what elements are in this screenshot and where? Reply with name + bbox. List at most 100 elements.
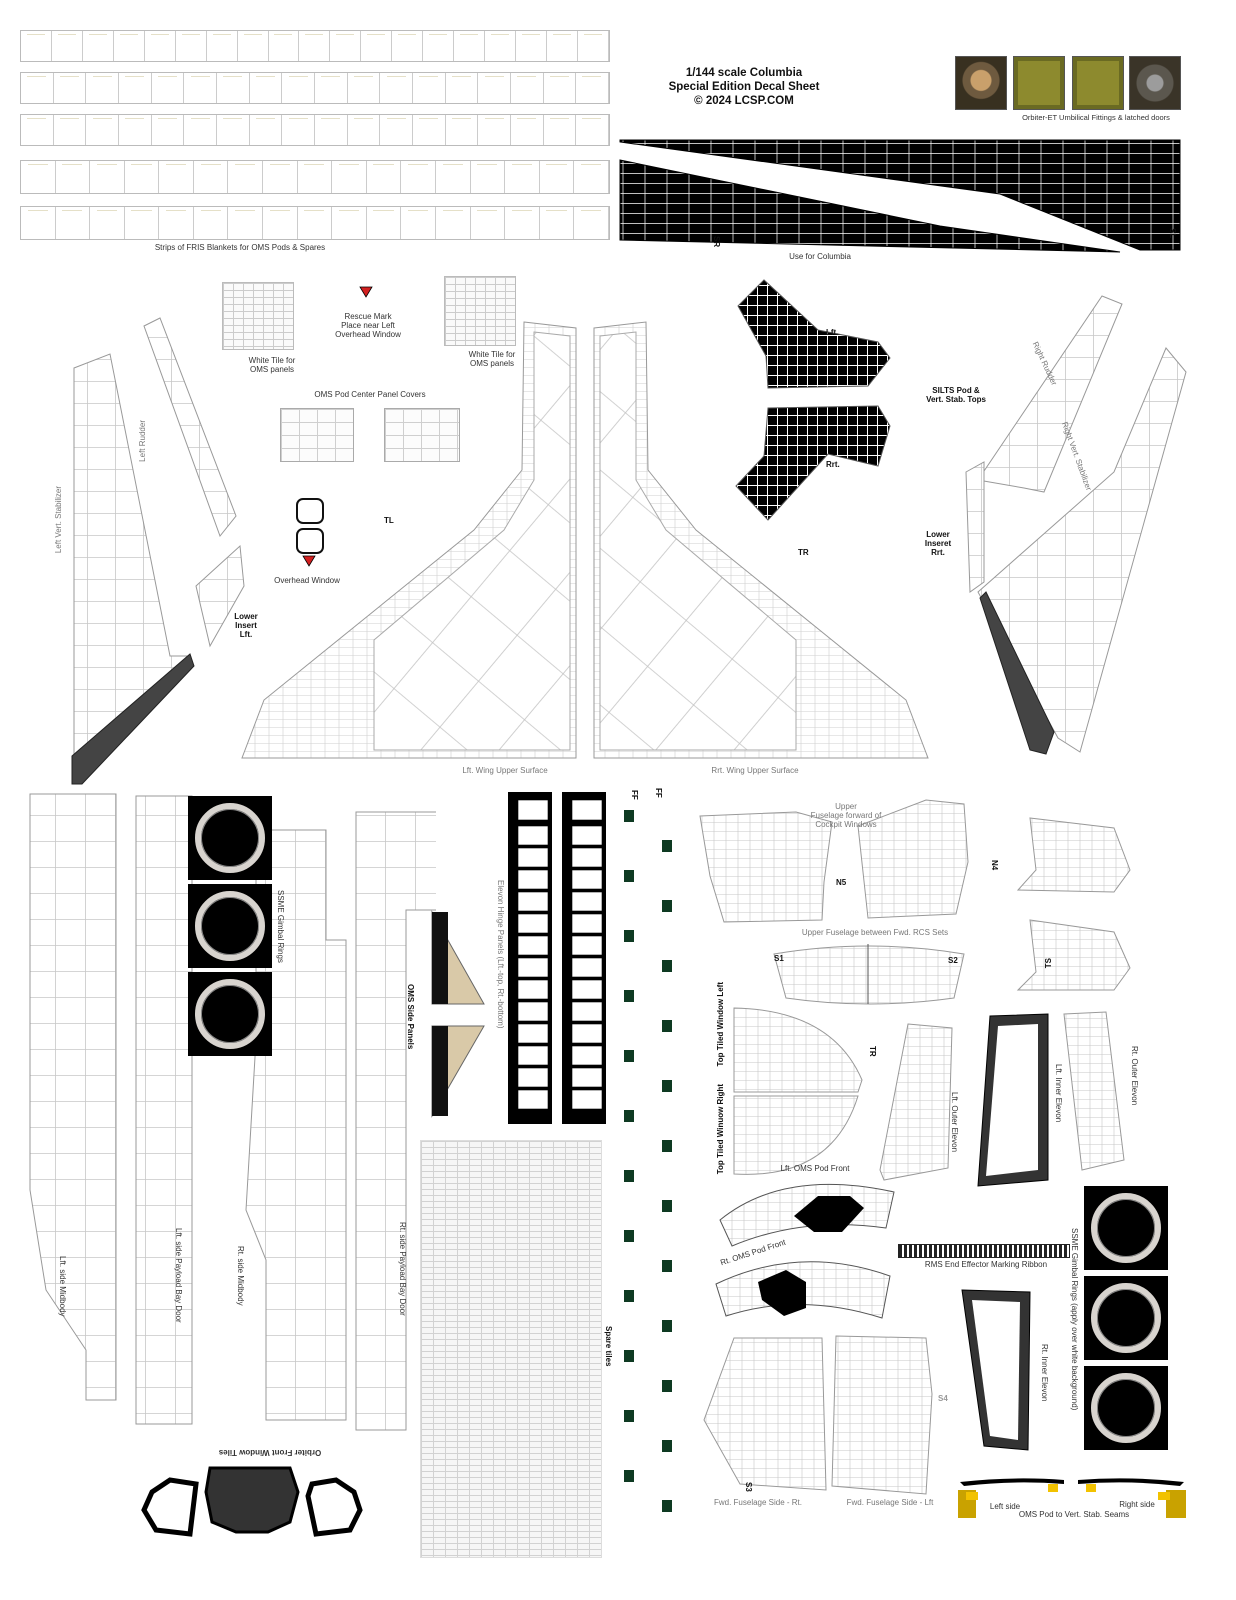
elevon-hinge-cell [571,1089,603,1110]
frsi-strip-cell [401,161,436,193]
frsi-strip-cell [413,73,446,103]
overhead-window-outline [296,498,324,524]
lft-outer-elevon-label: Lft. Outer Elevon [950,1092,960,1153]
frsi-strip-cell [436,161,471,193]
white-tile-right-label: White Tile for OMS panels [468,350,516,369]
ssme-gimbal-label: SSME Gimbal Rings [276,890,286,963]
overhead-window-label: Overhead Window [274,576,340,585]
tile-tick-mark [662,840,672,852]
tile-tick-mark [662,1440,672,1452]
frsi-strip-cell [574,207,609,239]
rt-outer-elevon-label: Rt. Outer Elevon [1130,1046,1140,1106]
tile-tick-mark [662,1500,672,1512]
left-vertical-stabilizer [71,317,245,785]
tile-tick-mark [624,870,634,882]
left-side-label: Left side [989,1502,1021,1511]
rescue-mark-icon [359,286,373,298]
frsi-strip-cell [505,161,540,193]
frsi-strip [20,206,610,240]
frsi-strip-cell [380,115,413,145]
tile-tick-mark [624,1110,634,1122]
oms-pod-seams [958,1478,1186,1518]
frsi-strip-cell [505,207,540,239]
frsi-strips-label: Strips of FRIS Blankets for OMS Pods & S… [154,243,326,252]
elevon-hinge-cell [571,891,603,912]
sl-label: SL [1168,228,1178,239]
lft-inner-elevon [977,1013,1049,1187]
ts-label: TS [1044,958,1053,969]
umbilical-fitting-image [1129,56,1181,110]
tile-tick-mark [624,1170,634,1182]
frsi-strip-cell [217,73,250,103]
frsi-strip [20,72,610,104]
white-tile-left-label: White Tile for OMS panels [248,356,296,375]
frsi-strip-cell [454,31,486,61]
upper-fuselage-label: Upper Fuselage forward of Cockpit Window… [810,802,882,830]
frsi-strip-cell [21,161,56,193]
frsi-strip-cell [380,73,413,103]
tile-tick-marks [620,810,690,1530]
rrt-label: Rrt. [826,460,840,469]
elevon-hinge-cell [571,1023,603,1044]
oms-cover-left [280,408,354,462]
frsi-strip-cell [547,31,578,61]
frsi-strip-cell [159,207,194,239]
frsi-strip-cell [332,207,367,239]
right-vertical-stabilizer [965,295,1187,755]
frsi-strip-cell [184,115,217,145]
frsi-strip-cell [86,115,119,145]
tile-tick-mark [624,1230,634,1242]
frsi-strip-cell [392,31,424,61]
frsi-strip-cell [228,207,264,239]
oms-seams-label: OMS Pod to Vert. Stab. Seams [1018,1510,1130,1519]
frsi-strip-cell [176,31,207,61]
frsi-strip-cell [159,161,194,193]
front-window-label: Orbiter Front Window Tiles [218,1448,322,1458]
frsi-strip-cell [478,115,511,145]
tile-tick-mark [662,1200,672,1212]
latched-door-image [1013,56,1065,110]
frsi-strip-cell [540,207,575,239]
frsi-strip-cell [299,31,331,61]
elevon-hinge-cell [571,935,603,956]
frsi-strip-cell [56,207,91,239]
tile-tick-mark [624,930,634,942]
white-tile-left [222,282,294,350]
frsi-strip-cell [119,115,152,145]
frsi-strip-cell [332,161,367,193]
oms-side-panels [431,910,485,1118]
rrt-wing-label: Rrt. Wing Upper Surface [711,766,799,775]
frsi-strip [20,160,610,194]
lft-label: Lft. [826,328,839,337]
frsi-strip-cell [86,73,119,103]
elevon-hinge-cell [517,1023,549,1044]
elevon-hinge-cell [517,847,549,868]
lft-inner-elevon-label: Lft. Inner Elevon [1054,1064,1064,1123]
frsi-strip-cell [238,31,269,61]
frsi-strip-cell [361,31,393,61]
frsi-strip-cell [228,161,264,193]
n5-label: N5 [836,878,847,887]
frsi-strip-cell [114,31,145,61]
upper-fuselage-cockpit [699,799,969,923]
left-vert-stab-label: Left Vert. Stabilizer [54,486,63,554]
tr2-label: TR [868,1046,878,1057]
right-side-label: Right side [1119,1500,1155,1509]
frsi-strip-cell [52,31,83,61]
frsi-strip-cell [217,115,250,145]
tile-tick-mark [662,1260,672,1272]
frsi-strip-cell [21,207,56,239]
frsi-strip-cell [282,115,315,145]
frsi-strip-cell [511,73,544,103]
tl-label: TL [384,516,394,525]
front-window-tiles [141,1466,363,1537]
white-tile-right [444,276,516,346]
frsi-strip-cell [446,115,479,145]
tile-tick-mark [624,1470,634,1482]
frsi-strip-cell [471,207,506,239]
elevon-hinge-cell [517,891,549,912]
frsi-strip-cell [125,161,160,193]
frsi-strip-cell [125,207,160,239]
frsi-strip-cell [250,73,283,103]
frsi-strip [20,114,610,146]
